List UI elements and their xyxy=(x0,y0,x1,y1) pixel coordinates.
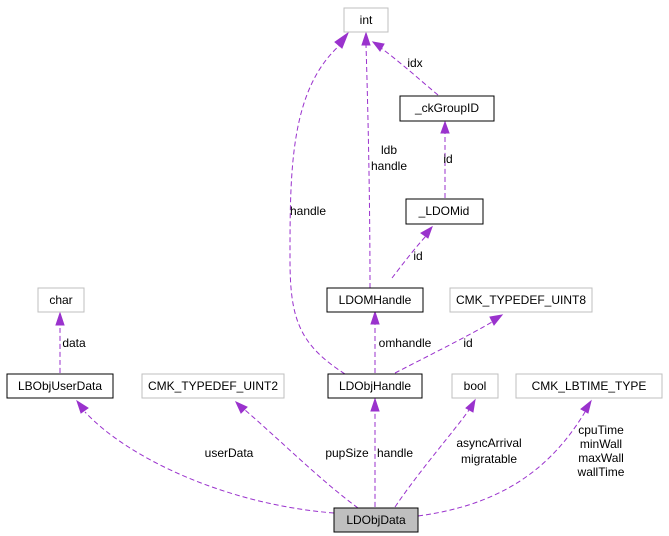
edge-label: migratable xyxy=(461,452,517,466)
edge-ldomhandle-to-ldomid: id xyxy=(391,225,433,279)
edge-ldobjhandle-to-uint8: id xyxy=(394,314,504,374)
edge-ldobjdata-to-ldobjhandle: handle xyxy=(370,397,413,507)
node-label: CMK_LBTIME_TYPE xyxy=(532,379,647,393)
edge-label: maxWall xyxy=(578,451,624,465)
edge-ldobjdata-to-lbobjuserdata: userData xyxy=(76,399,335,514)
arrowhead-icon xyxy=(234,400,248,414)
edge-ldobjdata-to-lbtime: cpuTime minWall maxWall wallTime xyxy=(417,399,625,517)
node-ldomhandle[interactable]: LDOMHandle xyxy=(326,287,424,313)
edge-label: id xyxy=(443,152,452,166)
node-ldomid[interactable]: _LDOMid xyxy=(405,198,484,225)
edge-label: idx xyxy=(407,56,422,70)
node-label: CMK_TYPEDEF_UINT8 xyxy=(456,293,586,307)
edge-line xyxy=(289,44,346,375)
node-label: LDObjHandle xyxy=(339,379,411,393)
node-box xyxy=(326,287,424,313)
node-lbobjuserdata[interactable]: LBObjUserData xyxy=(6,373,114,399)
nodes: int _ckGroupID _LDOMid char LDOMHandle C… xyxy=(6,7,663,533)
edge-line xyxy=(244,409,359,509)
node-label: _LDOMid xyxy=(418,204,470,218)
node-int[interactable]: int xyxy=(343,7,389,33)
edge-ldomhandle-to-int: ldb handle xyxy=(361,31,407,289)
edge-line xyxy=(380,47,439,96)
node-ckgroupid[interactable]: _ckGroupID xyxy=(399,95,495,122)
edge-line xyxy=(84,411,335,514)
edge-ldobjhandle-to-int: handle xyxy=(289,31,350,375)
edge-label: pupSize xyxy=(325,446,369,460)
node-label: LDOMHandle xyxy=(339,293,412,307)
edge-label: handle xyxy=(371,159,407,173)
arrowhead-icon xyxy=(334,31,350,49)
arrowhead-icon xyxy=(465,398,476,413)
node-box xyxy=(6,373,114,399)
edge-line xyxy=(365,44,371,289)
node-ldobjhandle[interactable]: LDObjHandle xyxy=(327,373,423,399)
node-box xyxy=(37,287,85,313)
edge-label: minWall xyxy=(580,437,622,451)
arrowhead-icon xyxy=(420,225,433,239)
edge-label: ldb xyxy=(381,143,397,157)
edge-label: handle xyxy=(290,204,326,218)
edge-label: id xyxy=(413,249,422,263)
arrowhead-icon xyxy=(55,311,65,326)
edge-label: cpuTime xyxy=(578,423,624,437)
arrowhead-icon xyxy=(489,314,504,326)
edge-ldobjdata-to-bool: asyncArrival migratable xyxy=(394,398,522,508)
node-char[interactable]: char xyxy=(37,287,85,313)
node-label: bool xyxy=(464,379,487,393)
node-label: LBObjUserData xyxy=(18,379,102,393)
node-box xyxy=(405,198,484,225)
node-label: char xyxy=(49,293,72,307)
arrowhead-icon xyxy=(580,399,592,414)
node-box xyxy=(141,373,285,399)
node-ldobjdata: LDObjData xyxy=(333,507,419,533)
node-box xyxy=(515,373,663,399)
edge-ldomid-to-ckgroupid: id xyxy=(440,120,453,198)
node-box xyxy=(451,373,499,399)
node-bool[interactable]: bool xyxy=(451,373,499,399)
edge-line xyxy=(394,409,470,508)
edge-ldobjhandle-to-ldomhandle: omhandle xyxy=(370,310,432,373)
arrowhead-icon xyxy=(370,397,380,412)
arrowhead-icon xyxy=(370,310,380,325)
arrowhead-icon xyxy=(371,41,385,52)
node-box xyxy=(333,507,419,533)
edge-label: id xyxy=(463,336,472,350)
arrowhead-icon xyxy=(440,120,450,134)
edge-line xyxy=(391,235,427,279)
edge-label: omhandle xyxy=(379,336,432,350)
node-label: int xyxy=(360,13,373,27)
edge-label: userData xyxy=(205,446,254,460)
edge-label: handle xyxy=(377,446,413,460)
node-label: LDObjData xyxy=(346,513,406,527)
edge-ckgroupid-to-int: idx xyxy=(371,41,439,96)
node-cmk-lbtime-type[interactable]: CMK_LBTIME_TYPE xyxy=(515,373,663,399)
node-box xyxy=(327,373,423,399)
edge-label: wallTime xyxy=(577,465,625,479)
node-cmk-typedef-uint8[interactable]: CMK_TYPEDEF_UINT8 xyxy=(449,287,593,313)
arrowhead-icon xyxy=(76,399,89,414)
edge-ldobjdata-to-uint2: pupSize xyxy=(234,400,369,509)
node-label: _ckGroupID xyxy=(414,101,479,115)
edge-line xyxy=(417,411,586,517)
edge-label: data xyxy=(62,336,86,350)
arrowhead-icon xyxy=(361,31,371,46)
edges: idx id ldb handle id handle xyxy=(55,31,625,517)
node-label: CMK_TYPEDEF_UINT2 xyxy=(148,379,278,393)
edge-lbobjuserdata-to-char: data xyxy=(55,311,86,373)
edge-label: asyncArrival xyxy=(456,436,521,450)
node-cmk-typedef-uint2[interactable]: CMK_TYPEDEF_UINT2 xyxy=(141,373,285,399)
node-box xyxy=(343,7,389,33)
edge-line xyxy=(394,321,493,374)
node-box xyxy=(449,287,593,313)
node-box xyxy=(399,95,495,122)
